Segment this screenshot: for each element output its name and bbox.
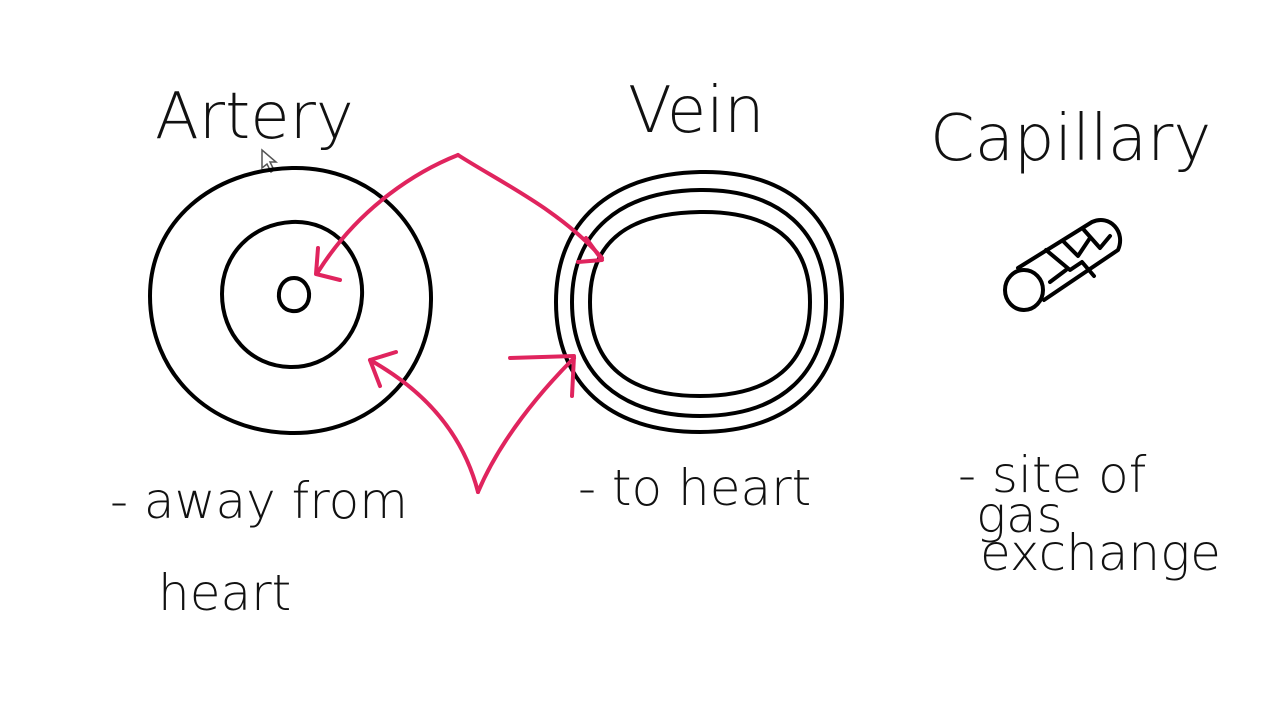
bottom-arrow-to-vein — [476, 356, 576, 494]
bottom-arrow-to-vein-head — [508, 354, 576, 398]
vein-cross-section — [554, 169, 844, 434]
artery-lumen — [276, 276, 312, 314]
vein-outer-wall — [554, 169, 844, 434]
capillary-cells — [1044, 228, 1112, 284]
capillary-note-line1: - site of — [958, 446, 1147, 504]
vein-inner-wall — [588, 209, 812, 398]
top-arrow-to-vein — [456, 153, 604, 260]
capillary-title: Capillary — [930, 102, 1211, 176]
vein-note: - to heart — [578, 459, 811, 517]
capillary-note-line2: gas — [976, 486, 1063, 544]
vein-middle-wall — [570, 187, 828, 418]
top-arrow-to-artery-head — [314, 246, 342, 282]
artery-outer-wall — [148, 165, 434, 436]
capillary-note-line3: exchange — [980, 524, 1221, 582]
artery-title: Artery — [155, 80, 354, 154]
top-arrow-to-vein-head — [576, 236, 604, 264]
wall-pointer-arrows — [314, 153, 604, 494]
artery-note-line2: heart — [158, 564, 291, 622]
capillary-sketch — [1003, 218, 1122, 312]
artery-cross-section — [148, 165, 434, 436]
top-arrow-to-artery — [316, 153, 460, 274]
artery-note-line1: - away from — [110, 472, 408, 530]
capillary-end — [1003, 268, 1045, 312]
vein-title: Vein — [628, 74, 765, 148]
artery-inner-wall — [220, 219, 365, 370]
capillary-tube — [1016, 218, 1122, 302]
bottom-arrow-to-artery-head — [368, 350, 398, 388]
bottom-arrow-to-artery — [368, 358, 480, 494]
